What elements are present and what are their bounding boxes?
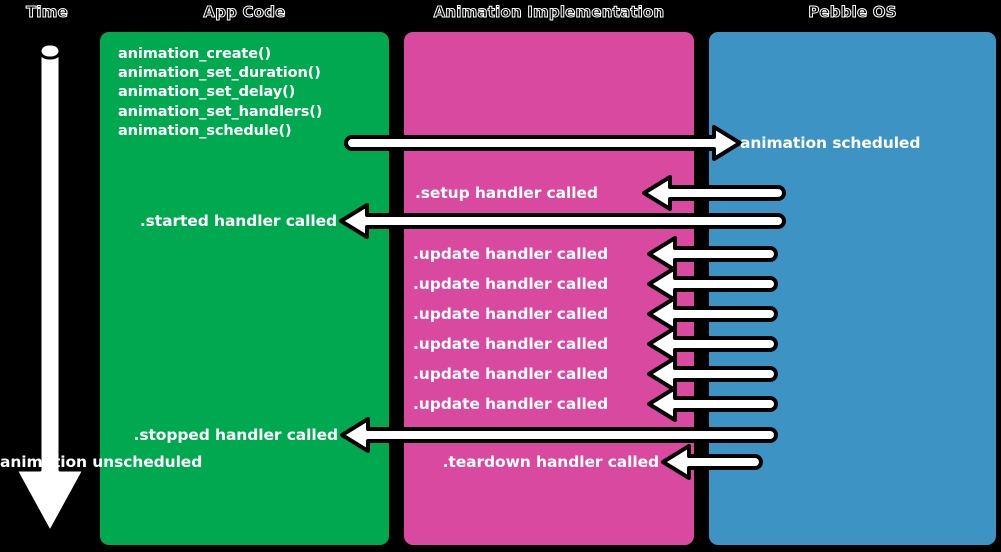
column-header-pebble-os: Pebble OS (808, 3, 897, 22)
app-code-call: animation_schedule() (118, 122, 292, 139)
event-label-update-handler-5: .update handler called (413, 365, 609, 383)
event-label-update-handler-4: .update handler called (413, 335, 609, 353)
column-app-code (100, 32, 389, 545)
event-label-update-handler-3: .update handler called (413, 305, 609, 323)
column-animation-implementation (404, 32, 694, 545)
app-code-call: animation_set_delay() (118, 84, 296, 101)
column-header-app-code: App Code (203, 3, 286, 22)
event-label-started-handler: .started handler called (139, 212, 337, 230)
app-code-call: animation_create() (118, 46, 271, 62)
event-label-update-handler-2: .update handler called (413, 275, 609, 293)
event-label-animation-unscheduled: animation unscheduled (0, 453, 203, 471)
event-label-stopped-handler: .stopped handler called (133, 426, 339, 444)
event-label-setup-handler: .setup handler called (415, 184, 598, 202)
app-code-call-list: animation_create() animation_set_duratio… (118, 45, 388, 141)
app-code-call: animation_set_duration() (118, 65, 321, 82)
time-down-arrow-icon (14, 42, 86, 534)
app-code-call: animation_set_handlers() (118, 103, 323, 120)
event-label-update-handler-1: .update handler called (413, 245, 609, 263)
event-label-animation-scheduled: animation scheduled (740, 134, 921, 152)
column-header-time: Time (26, 3, 69, 22)
column-header-animation-implementation: Animation Implementation (433, 3, 665, 22)
event-label-teardown-handler: .teardown handler called (442, 453, 659, 471)
event-label-update-handler-6: .update handler called (413, 395, 609, 413)
